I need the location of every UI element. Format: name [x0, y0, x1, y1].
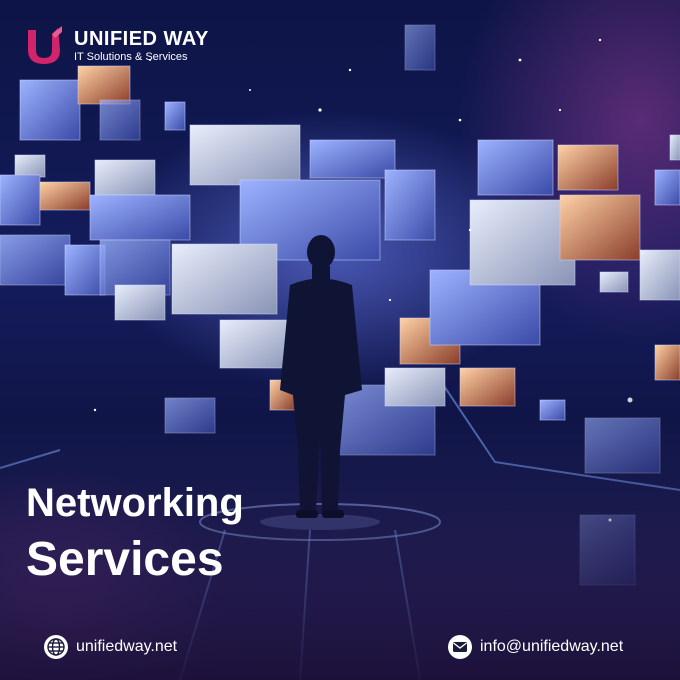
- brand-logo: UNIFIED WAY IT Solutions & Services: [22, 24, 209, 68]
- brand-name: UNIFIED WAY: [74, 28, 209, 50]
- mail-icon: [448, 635, 472, 659]
- headline: Networking Services: [26, 478, 244, 588]
- headline-line-2: Services: [26, 533, 224, 586]
- logo-mark-icon: [28, 26, 62, 64]
- brand-tagline: IT Solutions & Services: [74, 51, 188, 63]
- email-link[interactable]: info@unifiedway.net: [448, 635, 623, 659]
- email-text: info@unifiedway.net: [480, 638, 624, 655]
- brand-text: UNIFIED WAY IT Solutions & Services: [74, 28, 209, 64]
- headline-line-1: Networking: [26, 481, 244, 525]
- website-text: unifiedway.net: [76, 638, 178, 655]
- globe-icon: [44, 635, 68, 659]
- website-link[interactable]: unifiedway.net: [44, 635, 177, 659]
